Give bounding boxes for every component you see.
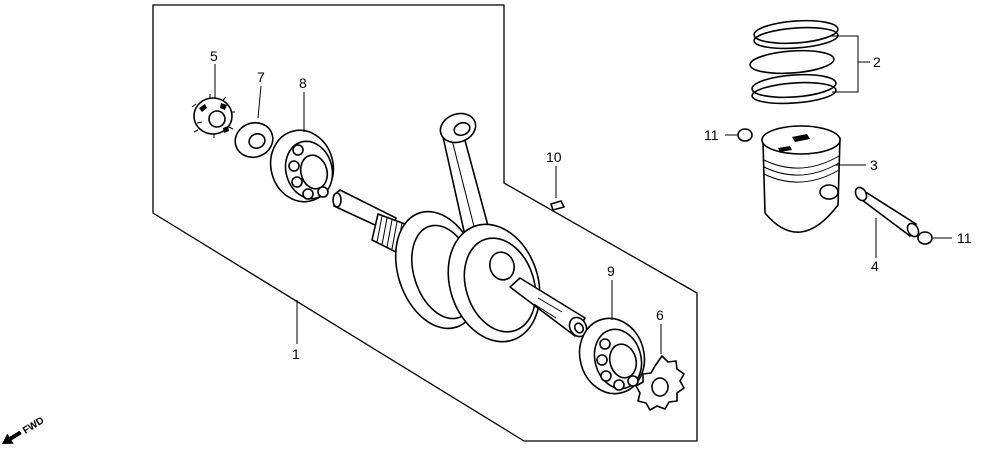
leader-line-2 (830, 35, 870, 93)
assembly-boundary-outline (152, 4, 698, 442)
callout-3: 3 (870, 157, 878, 173)
part-5-cam-chain-sprocket (191, 94, 235, 138)
leader-line-7 (257, 85, 262, 119)
callout-5: 5 (210, 48, 218, 64)
part-6-timing-gear (635, 355, 685, 411)
part-9-ball-bearing (578, 317, 646, 395)
part-7-washer (234, 121, 274, 159)
fwd-direction-indicator: FWD (2, 415, 46, 444)
part-10-woodruff-key (550, 200, 565, 211)
forward-arrow-icon (2, 430, 22, 444)
part-8-ball-bearing (269, 129, 335, 203)
fwd-label: FWD (21, 415, 46, 436)
callout-7: 7 (257, 69, 265, 85)
part-4-piston-pin (854, 186, 920, 238)
callout-9: 9 (607, 263, 615, 279)
part-1-crankshaft (332, 112, 588, 343)
callout-11-left: 11 (704, 127, 719, 143)
callout-6: 6 (656, 307, 664, 323)
part-2-piston-ring-set (749, 19, 839, 105)
callout-11-right: 11 (957, 230, 972, 246)
part-11-piston-pin-clip-left (737, 128, 753, 142)
part-3-piston (761, 125, 841, 233)
callout-4: 4 (871, 258, 879, 274)
callout-8: 8 (299, 75, 307, 91)
part-11-piston-pin-clip-right (917, 231, 933, 245)
callout-1: 1 (292, 346, 300, 362)
callout-10: 10 (546, 149, 562, 165)
callout-2: 2 (873, 54, 881, 70)
